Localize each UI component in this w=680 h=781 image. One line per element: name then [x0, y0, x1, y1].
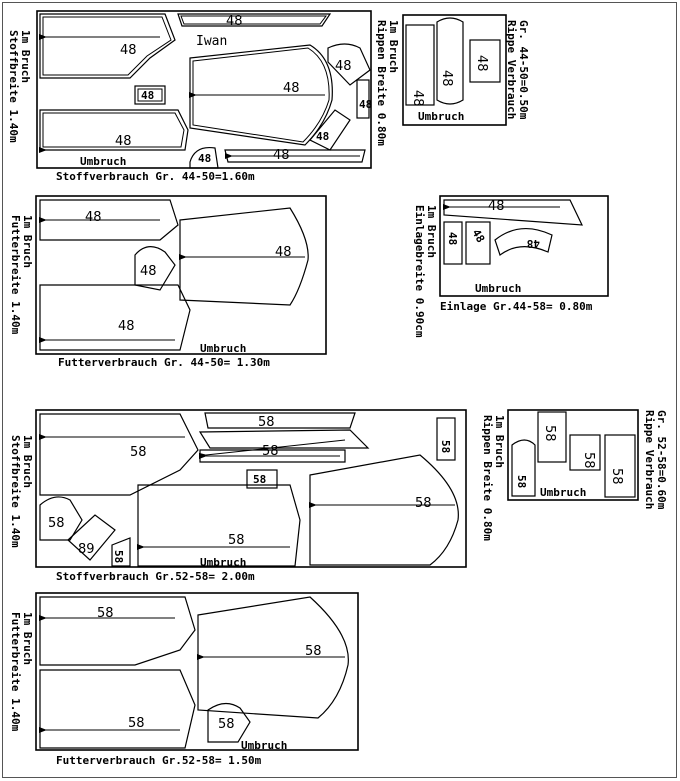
side-label-2: 1m Bruch: [19, 30, 32, 83]
size-label: 48: [474, 55, 489, 72]
consumption-caption: Futterverbrauch Gr.52-58= 1.50m: [56, 754, 262, 767]
size-label: 48: [141, 89, 154, 102]
consumption-caption: Futterverbrauch Gr. 44-50= 1.30m: [58, 356, 270, 369]
size-label: 58: [415, 496, 432, 511]
size-label: 58: [439, 440, 452, 453]
size-label: 48: [115, 134, 132, 149]
size-label: 48: [410, 90, 425, 107]
size-label: 48: [275, 245, 292, 260]
fold-label: Umbruch: [200, 556, 246, 569]
size-label: 48: [446, 232, 459, 245]
side-label-2: 1m Bruch: [21, 215, 34, 268]
side-label: Einlagebreite 0.90cm: [413, 205, 426, 338]
size-label: 48: [226, 14, 243, 29]
side-label-2: 1m Bruch: [387, 20, 400, 73]
size-label: 58: [228, 533, 245, 548]
size-label: 58: [112, 550, 125, 563]
consumption-caption: Einlage Gr.44-58= 0.80m: [440, 300, 593, 313]
size-label: 48: [118, 319, 135, 334]
size-label: 58: [253, 473, 266, 486]
size-label: 48: [198, 152, 211, 165]
size-label: 48: [488, 199, 505, 214]
pattern-name: Iwan: [196, 34, 227, 49]
size-label: 58: [128, 716, 145, 731]
consumption-caption: Stoffverbrauch Gr.52-58= 2.00m: [56, 570, 255, 583]
size-label: 58: [258, 415, 275, 430]
size-label: 48: [273, 148, 290, 163]
layout-fabric-52-58: 58 58 58 58 58 58 58 Umbruch 58 89 58 St…: [9, 409, 467, 583]
odd-size-label: 89: [78, 542, 95, 557]
layout-lining-52-58: 58 58 58 58 Umbruch Futterbreite 1.40m 1…: [9, 592, 359, 767]
side-label: Futterbreite 1.40m: [9, 215, 22, 335]
right-label-2: Gr. 44-50=0.50m: [517, 20, 530, 120]
size-label: 58: [542, 425, 557, 442]
size-label: 58: [97, 606, 114, 621]
size-label: 48: [469, 227, 487, 245]
consumption-caption: Stoffverbrauch Gr. 44-50=1.60m: [56, 170, 255, 183]
size-label: 48: [527, 237, 540, 250]
side-label: Rippen Breite 0.80m: [481, 415, 494, 541]
fold-label: Umbruch: [418, 110, 464, 123]
layout-interfacing: 48 48 48 48 Umbruch Einlagebreite 0.90cm…: [413, 195, 609, 338]
side-label-2: 1m Bruch: [21, 435, 34, 488]
size-label: 58: [130, 445, 147, 460]
size-label: 48: [85, 210, 102, 225]
size-label: 48: [316, 130, 329, 143]
layout-lining-44-50: 48 48 48 48 Umbruch Futterbreite 1.40m 1…: [9, 195, 327, 369]
size-label: 58: [305, 644, 322, 659]
fold-label: Umbruch: [540, 486, 586, 499]
fold-label: Umbruch: [241, 739, 287, 752]
side-label-2: 1m Bruch: [425, 205, 438, 258]
fold-label: Umbruch: [80, 155, 126, 168]
size-label: 58: [48, 516, 65, 531]
right-label-2: Gr. 52-58=0.60m: [655, 410, 668, 510]
layout-rib-52-58: 58 58 58 58 Umbruch Rippen Breite 0.80m …: [481, 409, 668, 541]
size-label: 48: [120, 43, 137, 58]
fold-label: Umbruch: [200, 342, 246, 355]
size-label: 58: [262, 444, 279, 459]
size-label: 48: [140, 264, 157, 279]
size-label: 48: [283, 81, 300, 96]
size-label: 58: [218, 717, 235, 732]
size-label: 48: [335, 59, 352, 74]
size-label: 48: [359, 98, 372, 111]
layout-fabric-44-50: 48 48 Iwan 48 48 Umbruch 48 48 48 48 48 …: [7, 10, 372, 183]
size-label: 58: [515, 475, 528, 488]
right-label: Rippe Verbrauch: [505, 20, 518, 119]
side-label: Rippen Breite 0.80m: [375, 20, 388, 146]
side-label-2: 1m Bruch: [493, 415, 506, 468]
right-label: Rippe Verbrauch: [643, 410, 656, 509]
side-label-2: 1m Bruch: [21, 612, 34, 665]
size-label: 48: [439, 70, 454, 87]
side-label: Stoffbreite 1.40m: [7, 30, 20, 143]
side-label: Stoffbreite 1.40m: [9, 435, 22, 548]
side-label: Futterbreite 1.40m: [9, 612, 22, 732]
fold-label: Umbruch: [475, 282, 521, 295]
layout-rib-44-50: 48 48 48 Umbruch Rippen Breite 0.80m 1m …: [375, 14, 530, 146]
size-label: 58: [609, 468, 624, 485]
size-label: 58: [581, 452, 596, 469]
